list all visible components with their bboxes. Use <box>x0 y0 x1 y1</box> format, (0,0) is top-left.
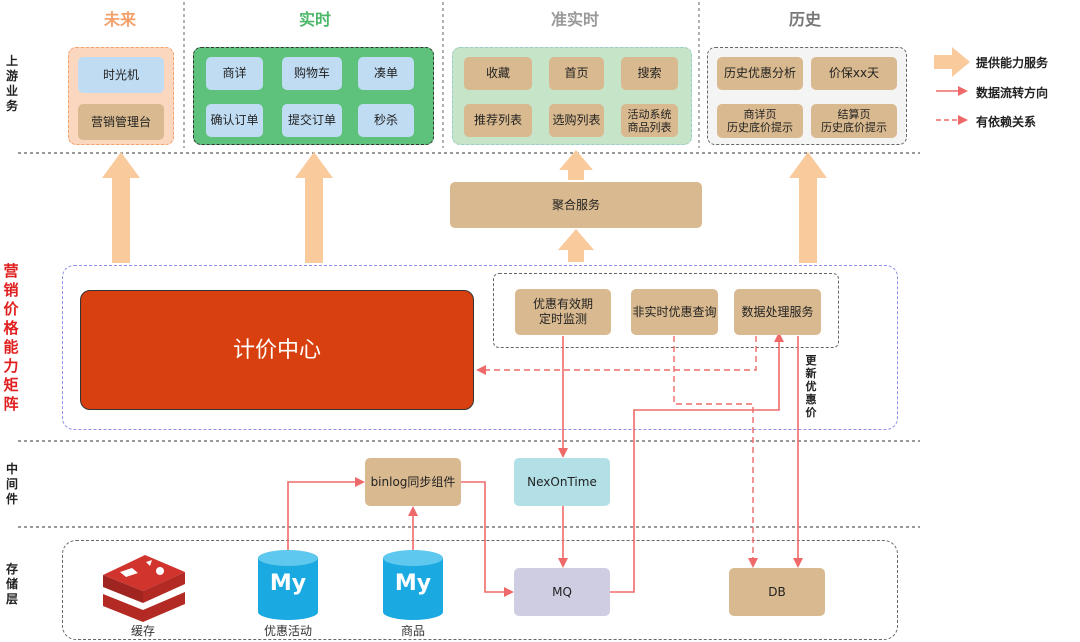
row-label-upstream: 上游业务 <box>5 54 18 113</box>
box-nonrealtime-query: 非实时优惠查询 <box>631 289 718 335</box>
label-cache: 缓存 <box>130 624 155 638</box>
row-label-storage: 存储层 <box>5 562 18 606</box>
box-time-machine: 时光机 <box>78 57 164 93</box>
row-label-middleware: 中间件 <box>5 462 18 506</box>
box-checkout-history-price: 结算页 历史底价提示 <box>811 104 897 138</box>
panel-storage <box>62 540 898 640</box>
legend-flow-label: 数据流转方向 <box>976 86 1049 100</box>
mysql-icon-promo <box>258 550 318 620</box>
box-favorites: 收藏 <box>464 57 532 90</box>
mysql-icon-goods <box>383 550 443 620</box>
box-binlog-sync: binlog同步组件 <box>365 458 461 506</box>
legend-thick-arrow-icon <box>934 47 970 77</box>
capability-arrows <box>102 150 827 263</box>
box-data-processing: 数据处理服务 <box>734 289 821 335</box>
label-goods: 商品 <box>400 624 425 638</box>
dependency-query-to-pricing <box>476 336 757 375</box>
box-detail-history-price: 商详页 历史底价提示 <box>717 104 803 138</box>
box-flash-sale: 秒杀 <box>358 104 414 137</box>
box-home: 首页 <box>549 57 604 90</box>
box-validity-monitor: 优惠有效期 定时监测 <box>515 289 611 335</box>
mysql-glyph-promo: My <box>269 571 307 596</box>
box-cart: 购物车 <box>282 57 342 90</box>
capability-arrow <box>558 229 594 262</box>
column-title-realtime: 实时 <box>298 10 331 29</box>
box-bundle: 凑单 <box>358 57 414 90</box>
dependency-query-to-db <box>673 336 758 568</box>
legend-capability-label: 提供能力服务 <box>976 56 1049 70</box>
box-product-detail: 商详 <box>206 57 263 90</box>
panel-matrix <box>62 265 898 430</box>
flow-promo-to-binlog <box>287 477 365 556</box>
update-price-label: 更新优惠价 <box>805 354 817 419</box>
box-mq: MQ <box>514 568 610 616</box>
label-promo: 优惠活动 <box>263 624 312 638</box>
box-nexontime: NexOnTime <box>514 458 610 506</box>
capability-arrow <box>789 152 827 263</box>
capability-arrow <box>102 152 140 263</box>
box-confirm-order: 确认订单 <box>206 104 263 137</box>
box-marketing-console: 营销管理台 <box>78 104 164 140</box>
flow-binlog-to-mq <box>461 481 514 597</box>
flow-mq-to-dataservice <box>610 332 784 593</box>
legend-dependency-label: 有依赖关系 <box>976 115 1037 129</box>
box-recommend-list: 推荐列表 <box>464 104 532 137</box>
box-activity-product-list: 活动系统 商品列表 <box>621 104 678 137</box>
column-title-future: 未来 <box>103 10 136 29</box>
mysql-glyph-goods: My <box>394 571 432 596</box>
box-db: DB <box>729 568 825 616</box>
redis-icon <box>103 555 185 622</box>
capability-arrow <box>559 150 593 180</box>
column-title-nearrealtime: 准实时 <box>550 10 599 29</box>
panel-services <box>493 273 839 348</box>
box-search: 搜索 <box>621 57 678 90</box>
box-submit-order: 提交订单 <box>282 104 342 137</box>
box-aggregation-service: 聚合服务 <box>450 182 702 228</box>
row-label-matrix: 营销价格能力矩阵 <box>3 262 19 413</box>
box-price-protect: 价保xx天 <box>811 57 897 90</box>
capability-arrow <box>295 152 333 263</box>
box-selection-list: 选购列表 <box>549 104 604 137</box>
box-pricing-center: 计价中心 <box>80 290 474 410</box>
column-title-history: 历史 <box>788 10 821 29</box>
box-history-analysis: 历史优惠分析 <box>717 57 803 90</box>
